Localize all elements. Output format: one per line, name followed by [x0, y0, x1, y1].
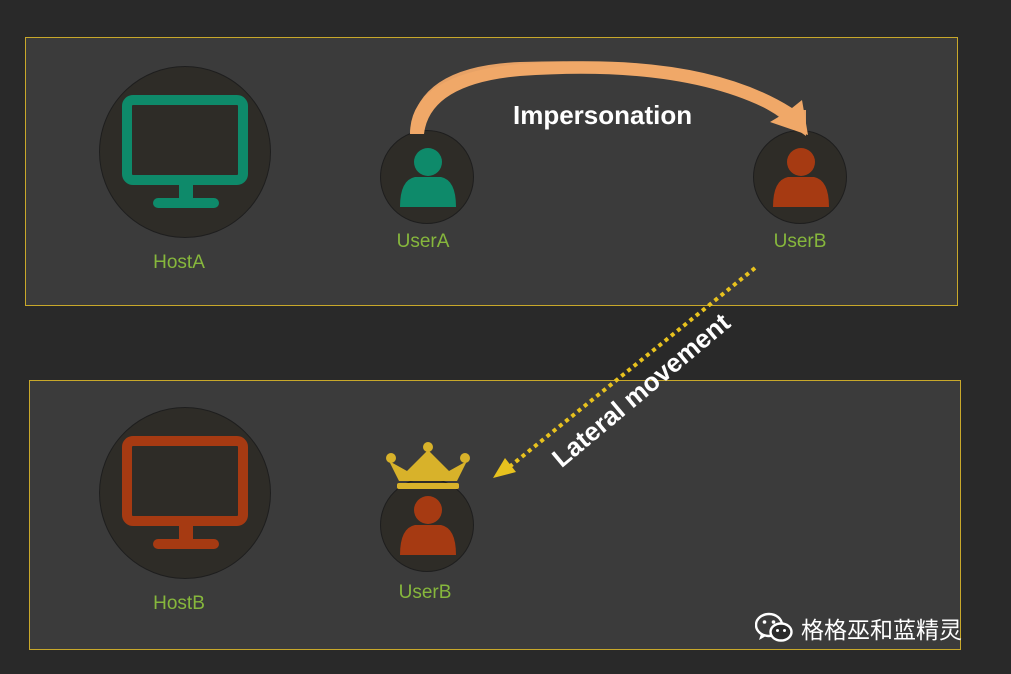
crown-icon: [386, 442, 470, 489]
host-a-label: HostA: [153, 252, 205, 273]
host-b-node: [99, 407, 271, 579]
user-a-label: UserA: [396, 231, 450, 252]
host-b-label: HostB: [153, 593, 205, 614]
user-icon: [400, 148, 456, 207]
host-a-node: [99, 66, 271, 238]
user-icon: [773, 148, 829, 207]
user-b-top-label: UserB: [773, 231, 827, 252]
lateral-arrowhead: [493, 458, 516, 478]
monitor-icon: [122, 95, 248, 208]
impersonation-label: Impersonation: [513, 100, 693, 130]
user-b-bottom-label: UserB: [398, 582, 452, 603]
watermark: 格格巫和蓝精灵: [755, 612, 962, 644]
user-a-node: [380, 130, 474, 224]
user-b-top-node: [753, 130, 847, 224]
user-icon: [400, 496, 456, 555]
lateral-arrow: [506, 266, 757, 470]
watermark-text: 格格巫和蓝精灵: [801, 617, 962, 643]
monitor-icon: [122, 436, 248, 549]
user-b-bottom-node: [380, 478, 474, 572]
wechat-icon: [755, 612, 793, 642]
